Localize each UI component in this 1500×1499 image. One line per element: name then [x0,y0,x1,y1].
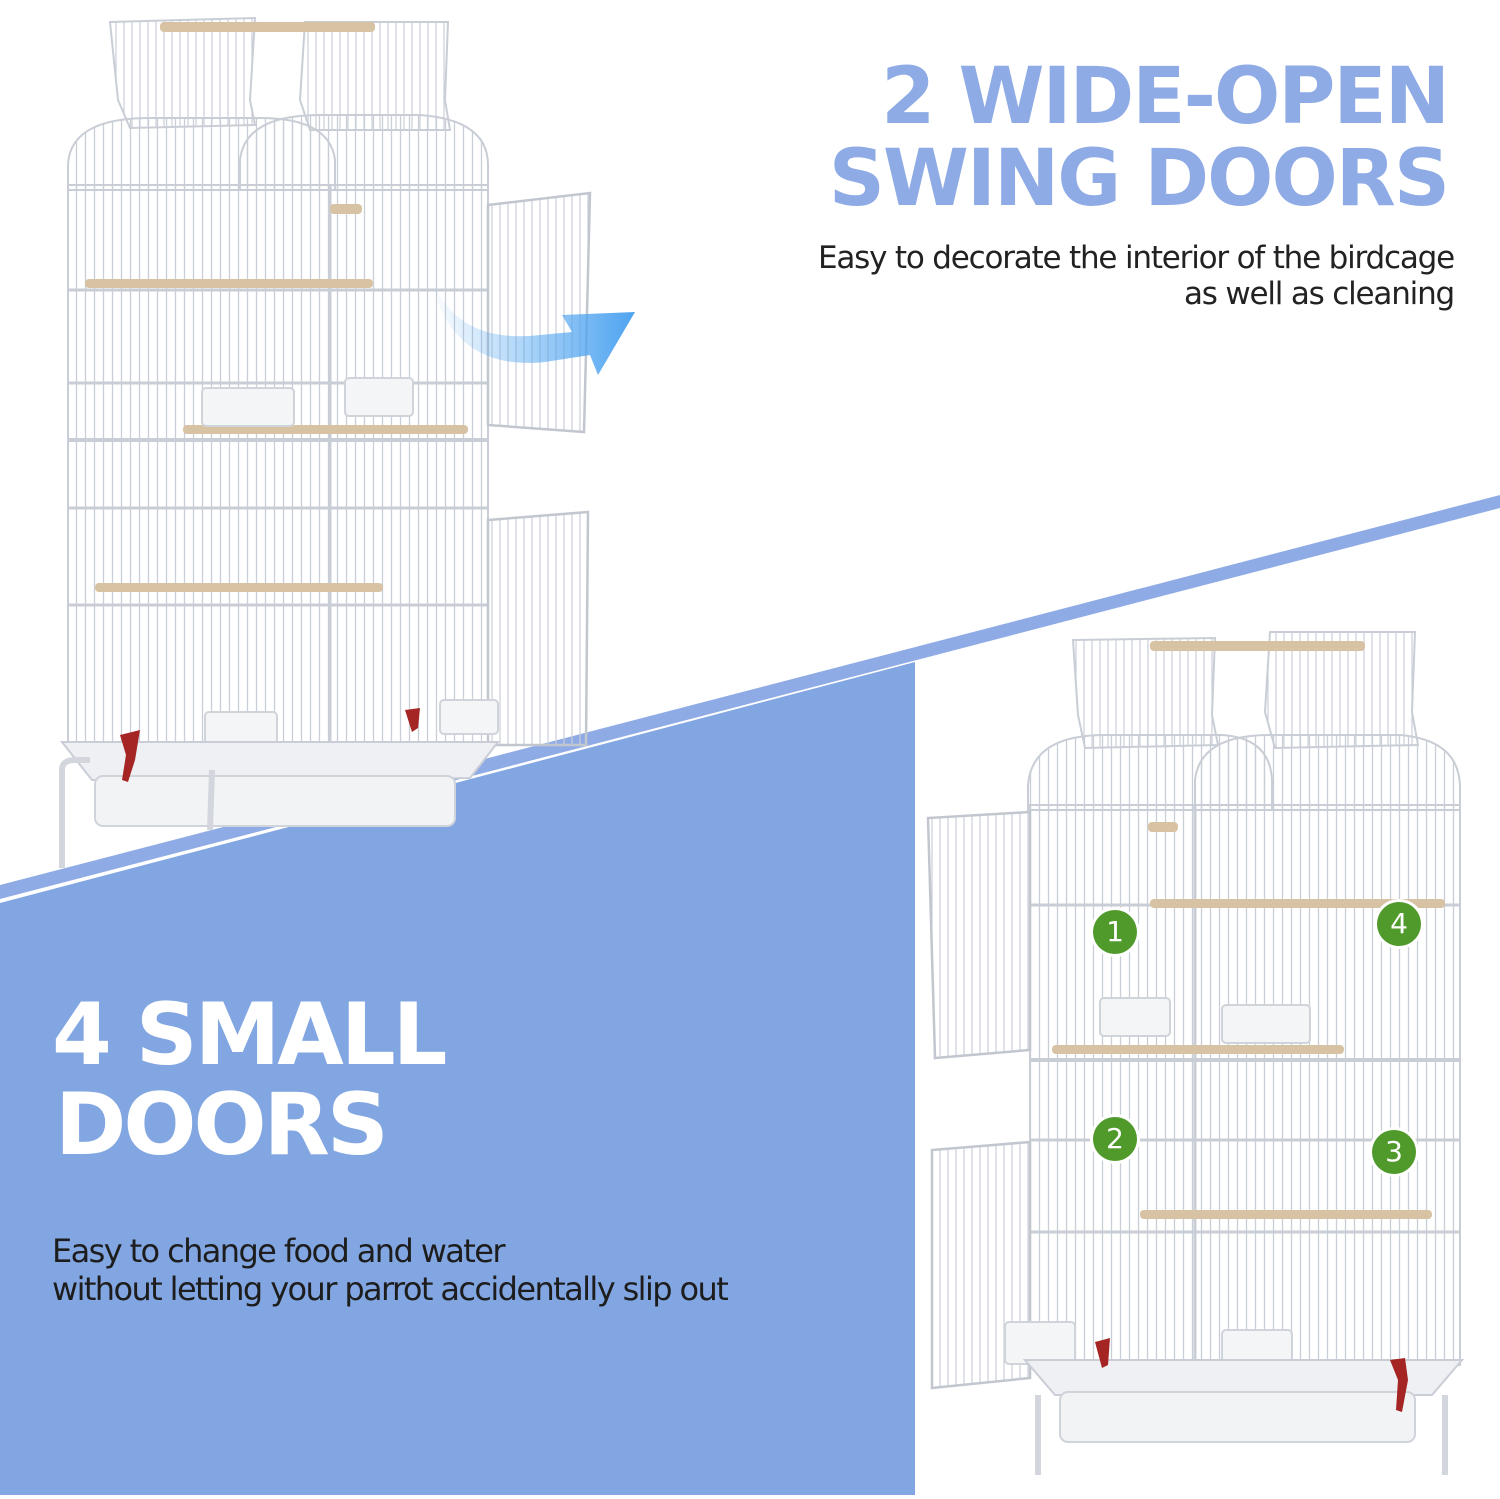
small-doors-title-line1: 4 SMALL [52,985,447,1085]
door-badge-2: 2 [1093,1117,1137,1161]
small-doors-subtitle: Easy to change food and water without le… [52,1232,729,1308]
cage-photo-top [59,16,635,868]
swing-doors-subtitle: Easy to decorate the interior of the bir… [817,240,1455,312]
small-doors-subtitle-line1: Easy to change food and water [52,1232,506,1270]
small-doors-subtitle-line2: without letting your parrot accidentally… [52,1270,729,1308]
blue-panel [0,662,915,1495]
swing-doors-subtitle-line2: as well as cleaning [1183,276,1455,312]
door-badge-3: 3 [1372,1130,1416,1174]
swing-doors-title-line2: SWING DOORS [828,134,1450,224]
door-badge-4: 4 [1377,902,1421,946]
cage-photo-bottom [926,631,1465,1475]
swing-doors-subtitle-line1: Easy to decorate the interior of the bir… [817,240,1455,276]
door-badge-1: 1 [1093,910,1137,954]
swing-doors-title-line1: 2 WIDE-OPEN [881,52,1450,142]
small-doors-title-line2: DOORS [55,1075,389,1175]
